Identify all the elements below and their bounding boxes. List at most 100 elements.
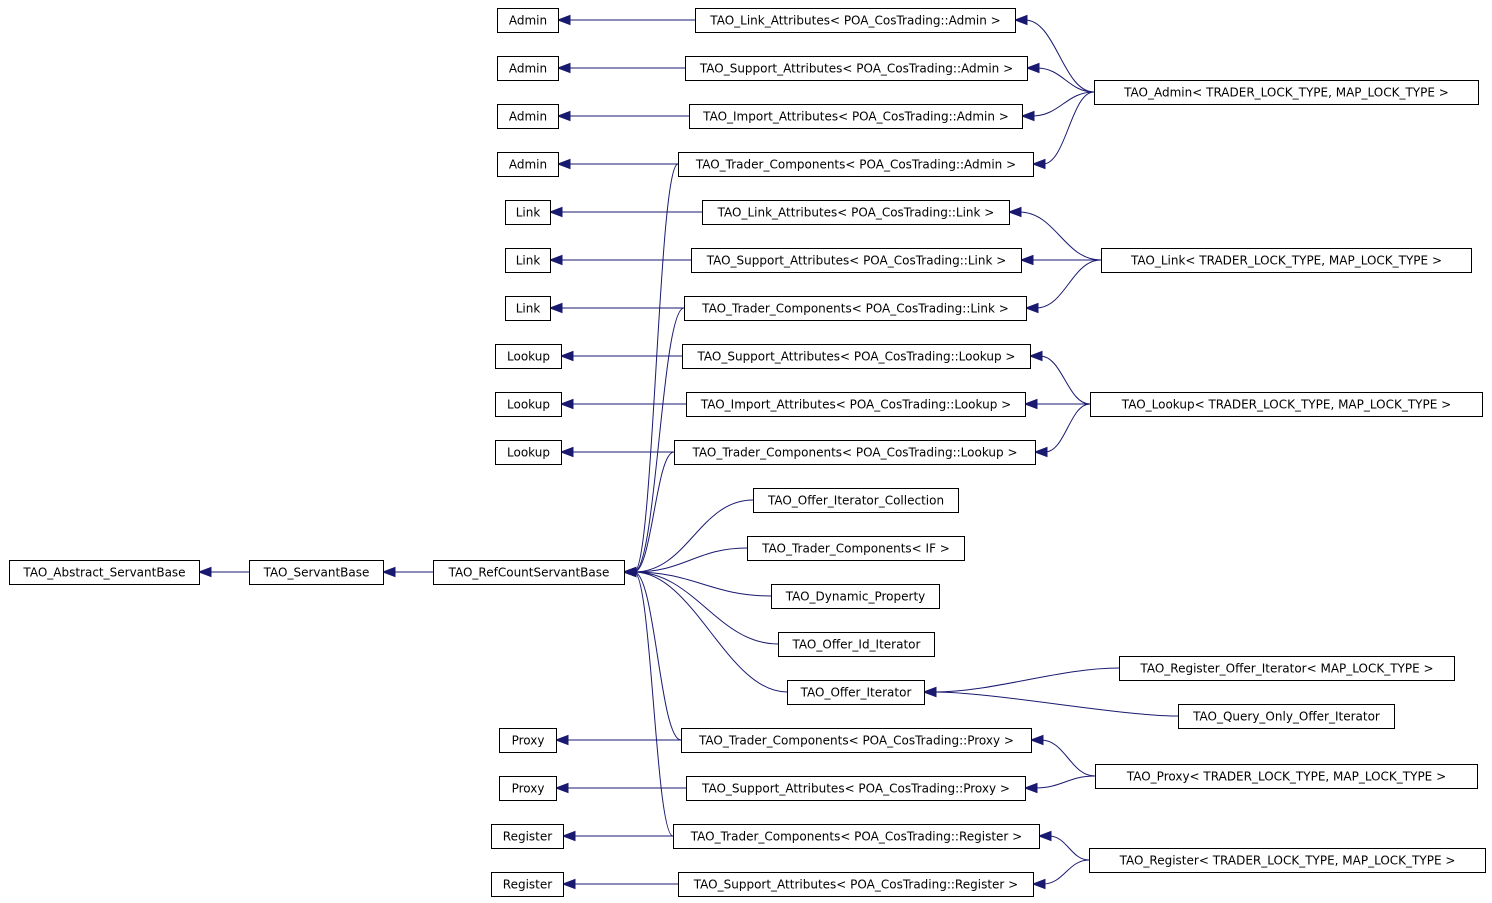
- node-offer-iterator[interactable]: TAO_Offer_Iterator: [787, 680, 925, 705]
- node-box[interactable]: [505, 296, 551, 321]
- node-box[interactable]: [686, 392, 1026, 417]
- node-admin-1[interactable]: Admin: [497, 8, 559, 33]
- node-box[interactable]: [1101, 248, 1472, 273]
- node-box[interactable]: [674, 440, 1036, 465]
- node-box[interactable]: [495, 392, 562, 417]
- node-box[interactable]: [497, 56, 559, 81]
- node-box[interactable]: [684, 296, 1027, 321]
- node-lookup-1[interactable]: Lookup: [495, 344, 562, 369]
- node-box[interactable]: [771, 584, 940, 609]
- node-abstract-servant-base[interactable]: TAO_Abstract_ServantBase: [9, 560, 200, 585]
- edge-query_only_offer_iterator-to-offer_iterator: [922, 686, 1179, 717]
- node-link-attr-link[interactable]: TAO_Link_Attributes< POA_CosTrading::Lin…: [702, 200, 1010, 225]
- node-support-attr-register[interactable]: TAO_Support_Attributes< POA_CosTrading::…: [678, 872, 1034, 897]
- node-box[interactable]: [702, 200, 1010, 225]
- node-trader-comp-lookup[interactable]: TAO_Trader_Components< POA_CosTrading::L…: [674, 440, 1036, 465]
- node-link-attr-admin[interactable]: TAO_Link_Attributes< POA_CosTrading::Adm…: [695, 8, 1016, 33]
- node-box[interactable]: [686, 776, 1026, 801]
- node-register-offer-iterator[interactable]: TAO_Register_Offer_Iterator< MAP_LOCK_TY…: [1119, 656, 1455, 681]
- node-link-2[interactable]: Link: [505, 248, 551, 273]
- node-import-attr-lookup[interactable]: TAO_Import_Attributes< POA_CosTrading::L…: [686, 392, 1026, 417]
- node-box[interactable]: [505, 248, 551, 273]
- node-box[interactable]: [491, 872, 564, 897]
- node-box[interactable]: [685, 56, 1028, 81]
- node-box[interactable]: [1094, 80, 1479, 105]
- node-trader-comp-link[interactable]: TAO_Trader_Components< POA_CosTrading::L…: [684, 296, 1027, 321]
- node-box[interactable]: [499, 728, 557, 753]
- node-box[interactable]: [497, 8, 559, 33]
- node-tao-register[interactable]: TAO_Register< TRADER_LOCK_TYPE, MAP_LOCK…: [1089, 848, 1486, 873]
- arrowhead-icon: [556, 62, 571, 74]
- node-proxy-2[interactable]: Proxy: [499, 776, 557, 801]
- node-trader-comp-proxy[interactable]: TAO_Trader_Components< POA_CosTrading::P…: [681, 728, 1032, 753]
- node-label: TAO_Support_Attributes< POA_CosTrading::…: [699, 62, 1013, 76]
- edge-line: [1040, 739, 1096, 777]
- node-label: TAO_Proxy< TRADER_LOCK_TYPE, MAP_LOCK_TY…: [1126, 770, 1446, 784]
- edge-link_attr_link-to-link_1: [548, 206, 702, 218]
- node-register-1[interactable]: Register: [491, 824, 564, 849]
- node-tao-admin[interactable]: TAO_Admin< TRADER_LOCK_TYPE, MAP_LOCK_TY…: [1094, 80, 1479, 105]
- node-box[interactable]: [695, 8, 1016, 33]
- node-refcount-servant-base[interactable]: TAO_RefCountServantBase: [433, 560, 625, 585]
- arrowhead-icon: [1025, 62, 1040, 74]
- node-admin-3[interactable]: Admin: [497, 104, 559, 129]
- node-box[interactable]: [747, 536, 965, 561]
- node-box[interactable]: [689, 104, 1023, 129]
- node-label: TAO_Link_Attributes< POA_CosTrading::Lin…: [717, 206, 995, 220]
- node-box[interactable]: [678, 872, 1034, 897]
- node-admin-4[interactable]: Admin: [497, 152, 559, 177]
- node-link-1[interactable]: Link: [505, 200, 551, 225]
- node-box[interactable]: [497, 104, 559, 129]
- node-lookup-3[interactable]: Lookup: [495, 440, 562, 465]
- node-query-only-offer-iterator[interactable]: TAO_Query_Only_Offer_Iterator: [1178, 704, 1395, 729]
- node-box[interactable]: [673, 824, 1040, 849]
- node-link-3[interactable]: Link: [505, 296, 551, 321]
- node-support-attr-lookup[interactable]: TAO_Support_Attributes< POA_CosTrading::…: [682, 344, 1031, 369]
- node-box[interactable]: [491, 824, 564, 849]
- arrowhead-icon: [559, 398, 574, 410]
- node-box[interactable]: [1089, 848, 1486, 873]
- node-offer-id-iterator[interactable]: TAO_Offer_Id_Iterator: [778, 632, 935, 657]
- node-label: TAO_Offer_Iterator: [800, 686, 912, 700]
- node-offer-iter-collection[interactable]: TAO_Offer_Iterator_Collection: [753, 488, 959, 513]
- node-proxy-1[interactable]: Proxy: [499, 728, 557, 753]
- node-box[interactable]: [681, 728, 1032, 753]
- node-box[interactable]: [1095, 764, 1478, 789]
- node-box[interactable]: [9, 560, 200, 585]
- node-dynamic-property[interactable]: TAO_Dynamic_Property: [771, 584, 940, 609]
- edge-line: [933, 691, 1179, 717]
- node-box[interactable]: [495, 344, 562, 369]
- node-box[interactable]: [1119, 656, 1455, 681]
- node-tao-proxy[interactable]: TAO_Proxy< TRADER_LOCK_TYPE, MAP_LOCK_TY…: [1095, 764, 1478, 789]
- node-box[interactable]: [682, 344, 1031, 369]
- node-box[interactable]: [787, 680, 925, 705]
- node-box[interactable]: [433, 560, 625, 585]
- node-support-attr-link[interactable]: TAO_Support_Attributes< POA_CosTrading::…: [691, 248, 1022, 273]
- node-trader-comp-if[interactable]: TAO_Trader_Components< IF >: [747, 536, 965, 561]
- arrowhead-icon: [1019, 254, 1034, 266]
- node-box[interactable]: [1178, 704, 1395, 729]
- node-import-attr-admin[interactable]: TAO_Import_Attributes< POA_CosTrading::A…: [689, 104, 1023, 129]
- node-servant-base[interactable]: TAO_ServantBase: [249, 560, 384, 585]
- node-tao-lookup[interactable]: TAO_Lookup< TRADER_LOCK_TYPE, MAP_LOCK_T…: [1090, 392, 1483, 417]
- arrowhead-icon: [1024, 302, 1039, 314]
- node-box[interactable]: [495, 440, 562, 465]
- node-box[interactable]: [249, 560, 384, 585]
- node-trader-comp-register[interactable]: TAO_Trader_Components< POA_CosTrading::R…: [673, 824, 1040, 849]
- node-box[interactable]: [499, 776, 557, 801]
- node-register-2[interactable]: Register: [491, 872, 564, 897]
- node-support-attr-admin[interactable]: TAO_Support_Attributes< POA_CosTrading::…: [685, 56, 1028, 81]
- node-box[interactable]: [1090, 392, 1483, 417]
- node-tao-link[interactable]: TAO_Link< TRADER_LOCK_TYPE, MAP_LOCK_TYP…: [1101, 248, 1472, 273]
- node-box[interactable]: [497, 152, 559, 177]
- node-box[interactable]: [691, 248, 1022, 273]
- node-support-attr-proxy[interactable]: TAO_Support_Attributes< POA_CosTrading::…: [686, 776, 1026, 801]
- node-box[interactable]: [678, 152, 1034, 177]
- node-trader-comp-admin[interactable]: TAO_Trader_Components< POA_CosTrading::A…: [678, 152, 1034, 177]
- node-lookup-2[interactable]: Lookup: [495, 392, 562, 417]
- node-box[interactable]: [778, 632, 935, 657]
- node-box[interactable]: [505, 200, 551, 225]
- edge-trader_comp_register-to-register_1: [561, 830, 673, 842]
- node-box[interactable]: [753, 488, 959, 513]
- node-admin-2[interactable]: Admin: [497, 56, 559, 81]
